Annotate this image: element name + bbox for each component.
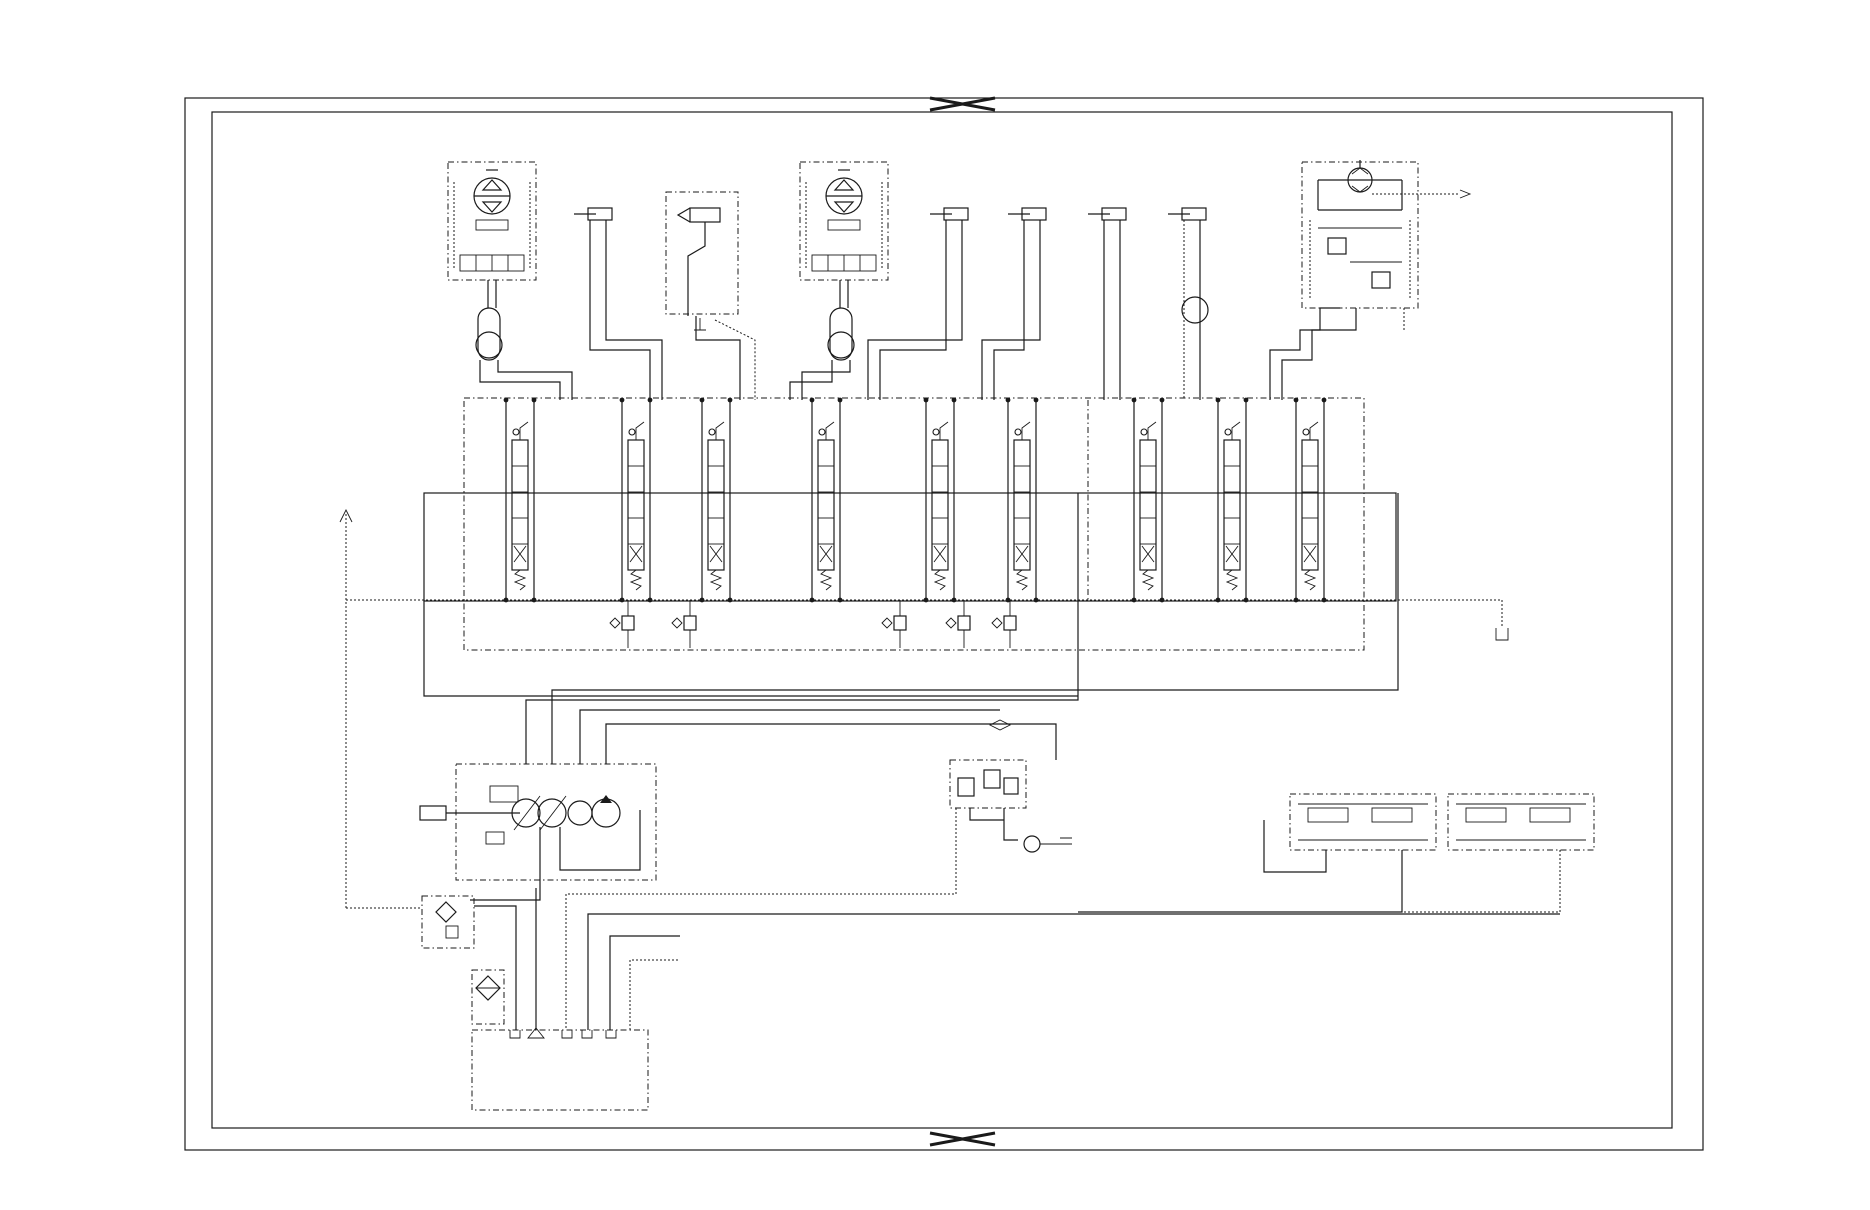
hydraulic-tank [471,888,1560,1111]
control-spool [809,397,843,603]
relief-valve [609,600,635,648]
remote-cylinders [574,207,1207,221]
control-spool [1293,397,1327,603]
main-control-valve [423,397,1397,651]
control-spool [503,397,537,603]
pump-group [419,493,1399,901]
control-spool [1215,397,1249,603]
priority-valve-block [565,719,1072,1030]
pump-motor-unit-right [1269,160,1472,400]
control-spool [923,397,957,603]
cylinder-lines [479,220,1201,400]
hydraulic-motor-right [799,161,889,308]
control-spool [1131,397,1165,603]
relief-valve [991,600,1017,648]
relief-valve [945,600,971,648]
control-spool [619,397,653,603]
accumulators [475,296,1209,361]
sheet-frame [184,96,1704,1151]
hydraulic-motor-left [447,161,537,308]
oil-cooler [471,969,505,1025]
return-filter [339,508,475,949]
valve-spools [503,397,1327,648]
centering-mark-bottom [929,1131,996,1147]
relief-valve [881,600,907,648]
brake-valve-groups [1078,793,1595,913]
drain-return-lines [346,599,1509,697]
control-spool [699,397,733,603]
relief-valve [671,600,697,648]
cutter-head-unit [665,191,756,400]
control-spool [1005,397,1039,603]
centering-mark-top [929,96,996,112]
